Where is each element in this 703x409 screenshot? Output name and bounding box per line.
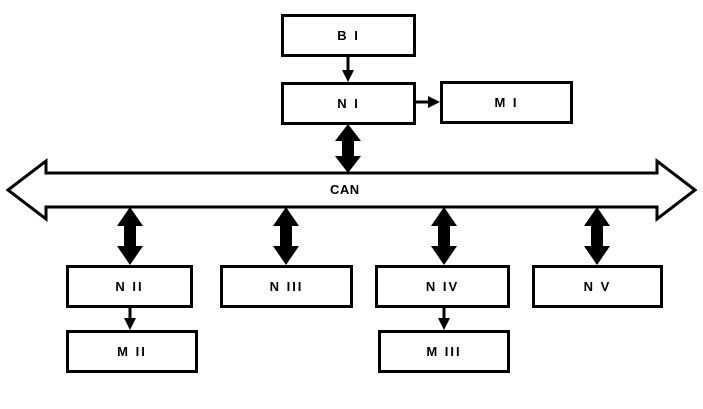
connector-bus-to-n4: [431, 207, 457, 265]
node-box-n5[interactable]: N V: [532, 265, 663, 308]
node-label-m3: M III: [426, 344, 462, 359]
node-box-b1[interactable]: B I: [281, 14, 416, 57]
node-label-n4: N IV: [425, 279, 460, 294]
node-box-n4[interactable]: N IV: [375, 265, 510, 308]
node-label-m1: M I: [494, 95, 519, 110]
can-bus-label: CAN: [330, 182, 360, 197]
connector-bus-to-n5: [584, 207, 610, 265]
connector-n1-to-m1: [416, 96, 440, 108]
connector-n4-to-m3: [438, 308, 450, 330]
connector-n2-to-m2: [124, 308, 136, 330]
connector-bus-to-n3: [273, 207, 299, 265]
node-box-n2[interactable]: N II: [66, 265, 193, 308]
node-box-m3[interactable]: M III: [378, 330, 510, 373]
node-box-m1[interactable]: M I: [440, 81, 573, 124]
node-box-n1[interactable]: N I: [281, 82, 416, 125]
node-label-b1: B I: [337, 28, 360, 43]
connector-bus-to-n2: [117, 207, 143, 265]
node-label-m2: M II: [117, 344, 147, 359]
connector-b1-to-n1: [342, 57, 354, 82]
node-box-m2[interactable]: M II: [66, 330, 198, 373]
node-label-n5: N V: [583, 279, 612, 294]
node-label-n3: N III: [269, 279, 304, 294]
node-label-n2: N II: [115, 279, 144, 294]
connector-n1-to-bus: [335, 124, 361, 173]
node-label-n1: N I: [337, 96, 360, 111]
node-box-n3[interactable]: N III: [220, 265, 353, 308]
